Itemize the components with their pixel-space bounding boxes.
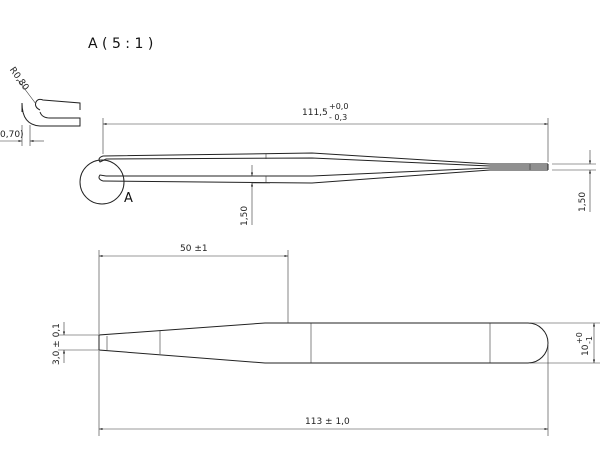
detail-title: A ( 5 : 1 ) <box>88 36 153 52</box>
taper-length-label: 50 ±1 <box>180 244 208 254</box>
detail-view: A ( 5 : 1 ) R0,80 0,70) <box>0 36 153 146</box>
length-lower-tol: - 0,3 <box>329 113 347 122</box>
side-view: A 111,5 +0,0 - 0,3 1,50 1,50 <box>79 102 596 226</box>
thickness-label: 0,70) <box>0 130 24 140</box>
length-upper-tol: +0,0 <box>329 102 348 111</box>
head-upper-tol: +0 <box>575 332 584 344</box>
lower-arm-top <box>106 167 548 177</box>
radius-leader <box>17 79 37 105</box>
total-length-label: 113 ± 1,0 <box>305 417 350 427</box>
tweezer-outline <box>98 322 549 364</box>
head-lower-tol: -1 <box>585 336 594 344</box>
top-view: 50 ±1 3,0 ± 0,1 10 +0 -1 113 ± 1,0 <box>52 244 600 436</box>
detail-marker-label: A <box>124 191 133 206</box>
detail-profile-lower <box>21 102 81 127</box>
head-width-label: 10 <box>581 344 591 356</box>
radius-label: R0,80 <box>7 65 30 92</box>
lower-hook <box>98 174 107 182</box>
gap-right-label: 1,50 <box>578 192 588 212</box>
detail-profile-upper <box>35 98 81 111</box>
length-main: 111,5 <box>302 108 328 118</box>
detail-circle <box>79 159 125 205</box>
tip-width-label: 3,0 ± 0,1 <box>52 323 62 365</box>
upper-arm-top <box>102 152 548 165</box>
gap-left-label: 1,50 <box>240 206 250 226</box>
upper-arm-bottom <box>105 157 548 167</box>
lower-arm-bottom <box>102 169 548 184</box>
upper-hook <box>98 155 107 163</box>
